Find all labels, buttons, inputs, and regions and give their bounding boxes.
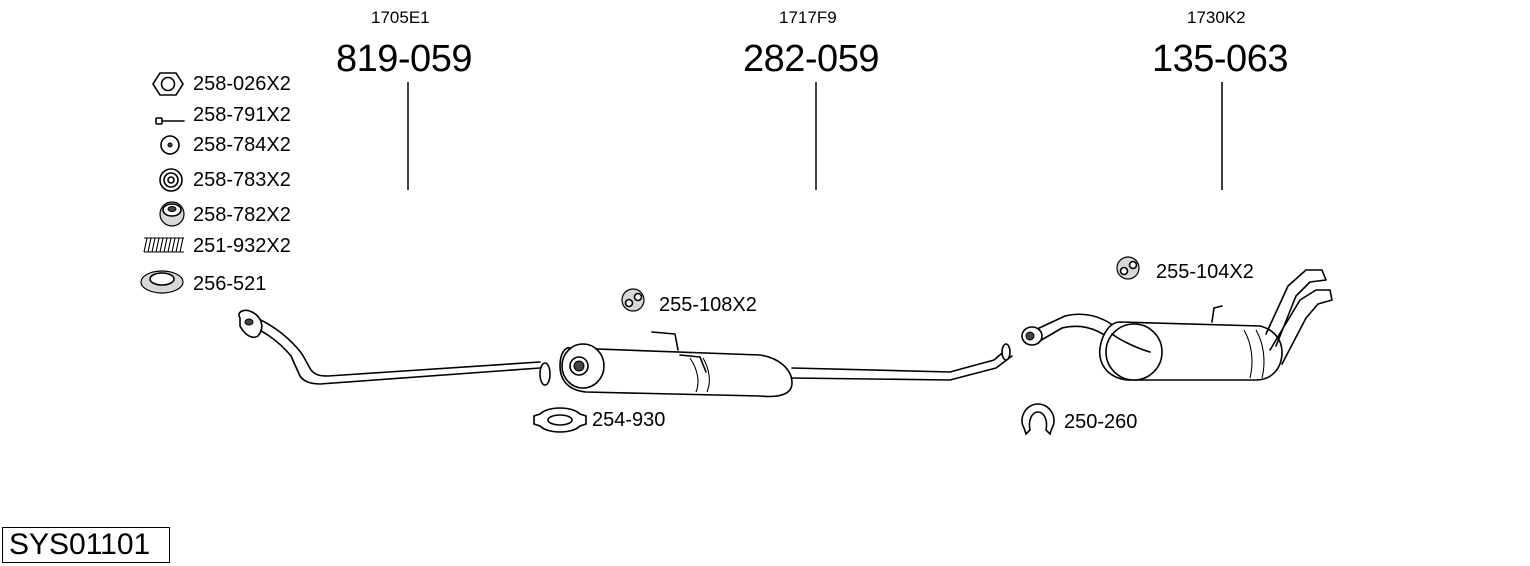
hardware-label-washer[interactable]: 258-784X2: [193, 134, 291, 156]
hardware-label-bushing[interactable]: 258-782X2: [193, 204, 291, 226]
section-ref-3: 1730K2: [1187, 8, 1246, 27]
spring-icon: [143, 237, 184, 253]
bolt-icon: [155, 117, 185, 125]
callout-clamp-front[interactable]: 254-930: [592, 409, 666, 431]
hardware-label-grommet[interactable]: 258-783X2: [193, 169, 291, 191]
section-ref-2: 1717F9: [779, 8, 837, 27]
hardware-label-gasket[interactable]: 256-521: [193, 273, 267, 295]
hardware-label-nut[interactable]: 258-026X2: [193, 73, 291, 95]
middle-silencer: [559, 331, 1013, 398]
hardware-label-spring[interactable]: 251-932X2: [193, 235, 291, 257]
rubber-bushing-icon: [159, 201, 185, 227]
part-number-1[interactable]: 819-059: [336, 38, 472, 80]
washer-icon: [160, 135, 180, 155]
callout-hanger-front[interactable]: 255-108X2: [659, 294, 757, 316]
clamp-rear-icon: [1021, 403, 1055, 436]
callout-clamp-rear[interactable]: 250-260: [1064, 411, 1138, 433]
gasket-ring-icon: [140, 270, 184, 294]
hex-nut-icon: [152, 72, 184, 96]
hanger-front-icon: [621, 288, 645, 312]
clamp-front-icon: [533, 407, 587, 433]
part-number-3[interactable]: 135-063: [1152, 38, 1288, 80]
front-pipe: [238, 309, 551, 386]
system-code-box: SYS01101: [2, 527, 170, 563]
hardware-label-bolt[interactable]: 258-791X2: [193, 104, 291, 126]
callout-hanger-rear[interactable]: 255-104X2: [1156, 261, 1254, 283]
rear-silencer: [1021, 269, 1333, 381]
section-ref-1: 1705E1: [371, 8, 430, 27]
part-number-2[interactable]: 282-059: [743, 38, 879, 80]
hanger-rear-icon: [1116, 256, 1140, 280]
grommet-icon: [159, 168, 183, 192]
